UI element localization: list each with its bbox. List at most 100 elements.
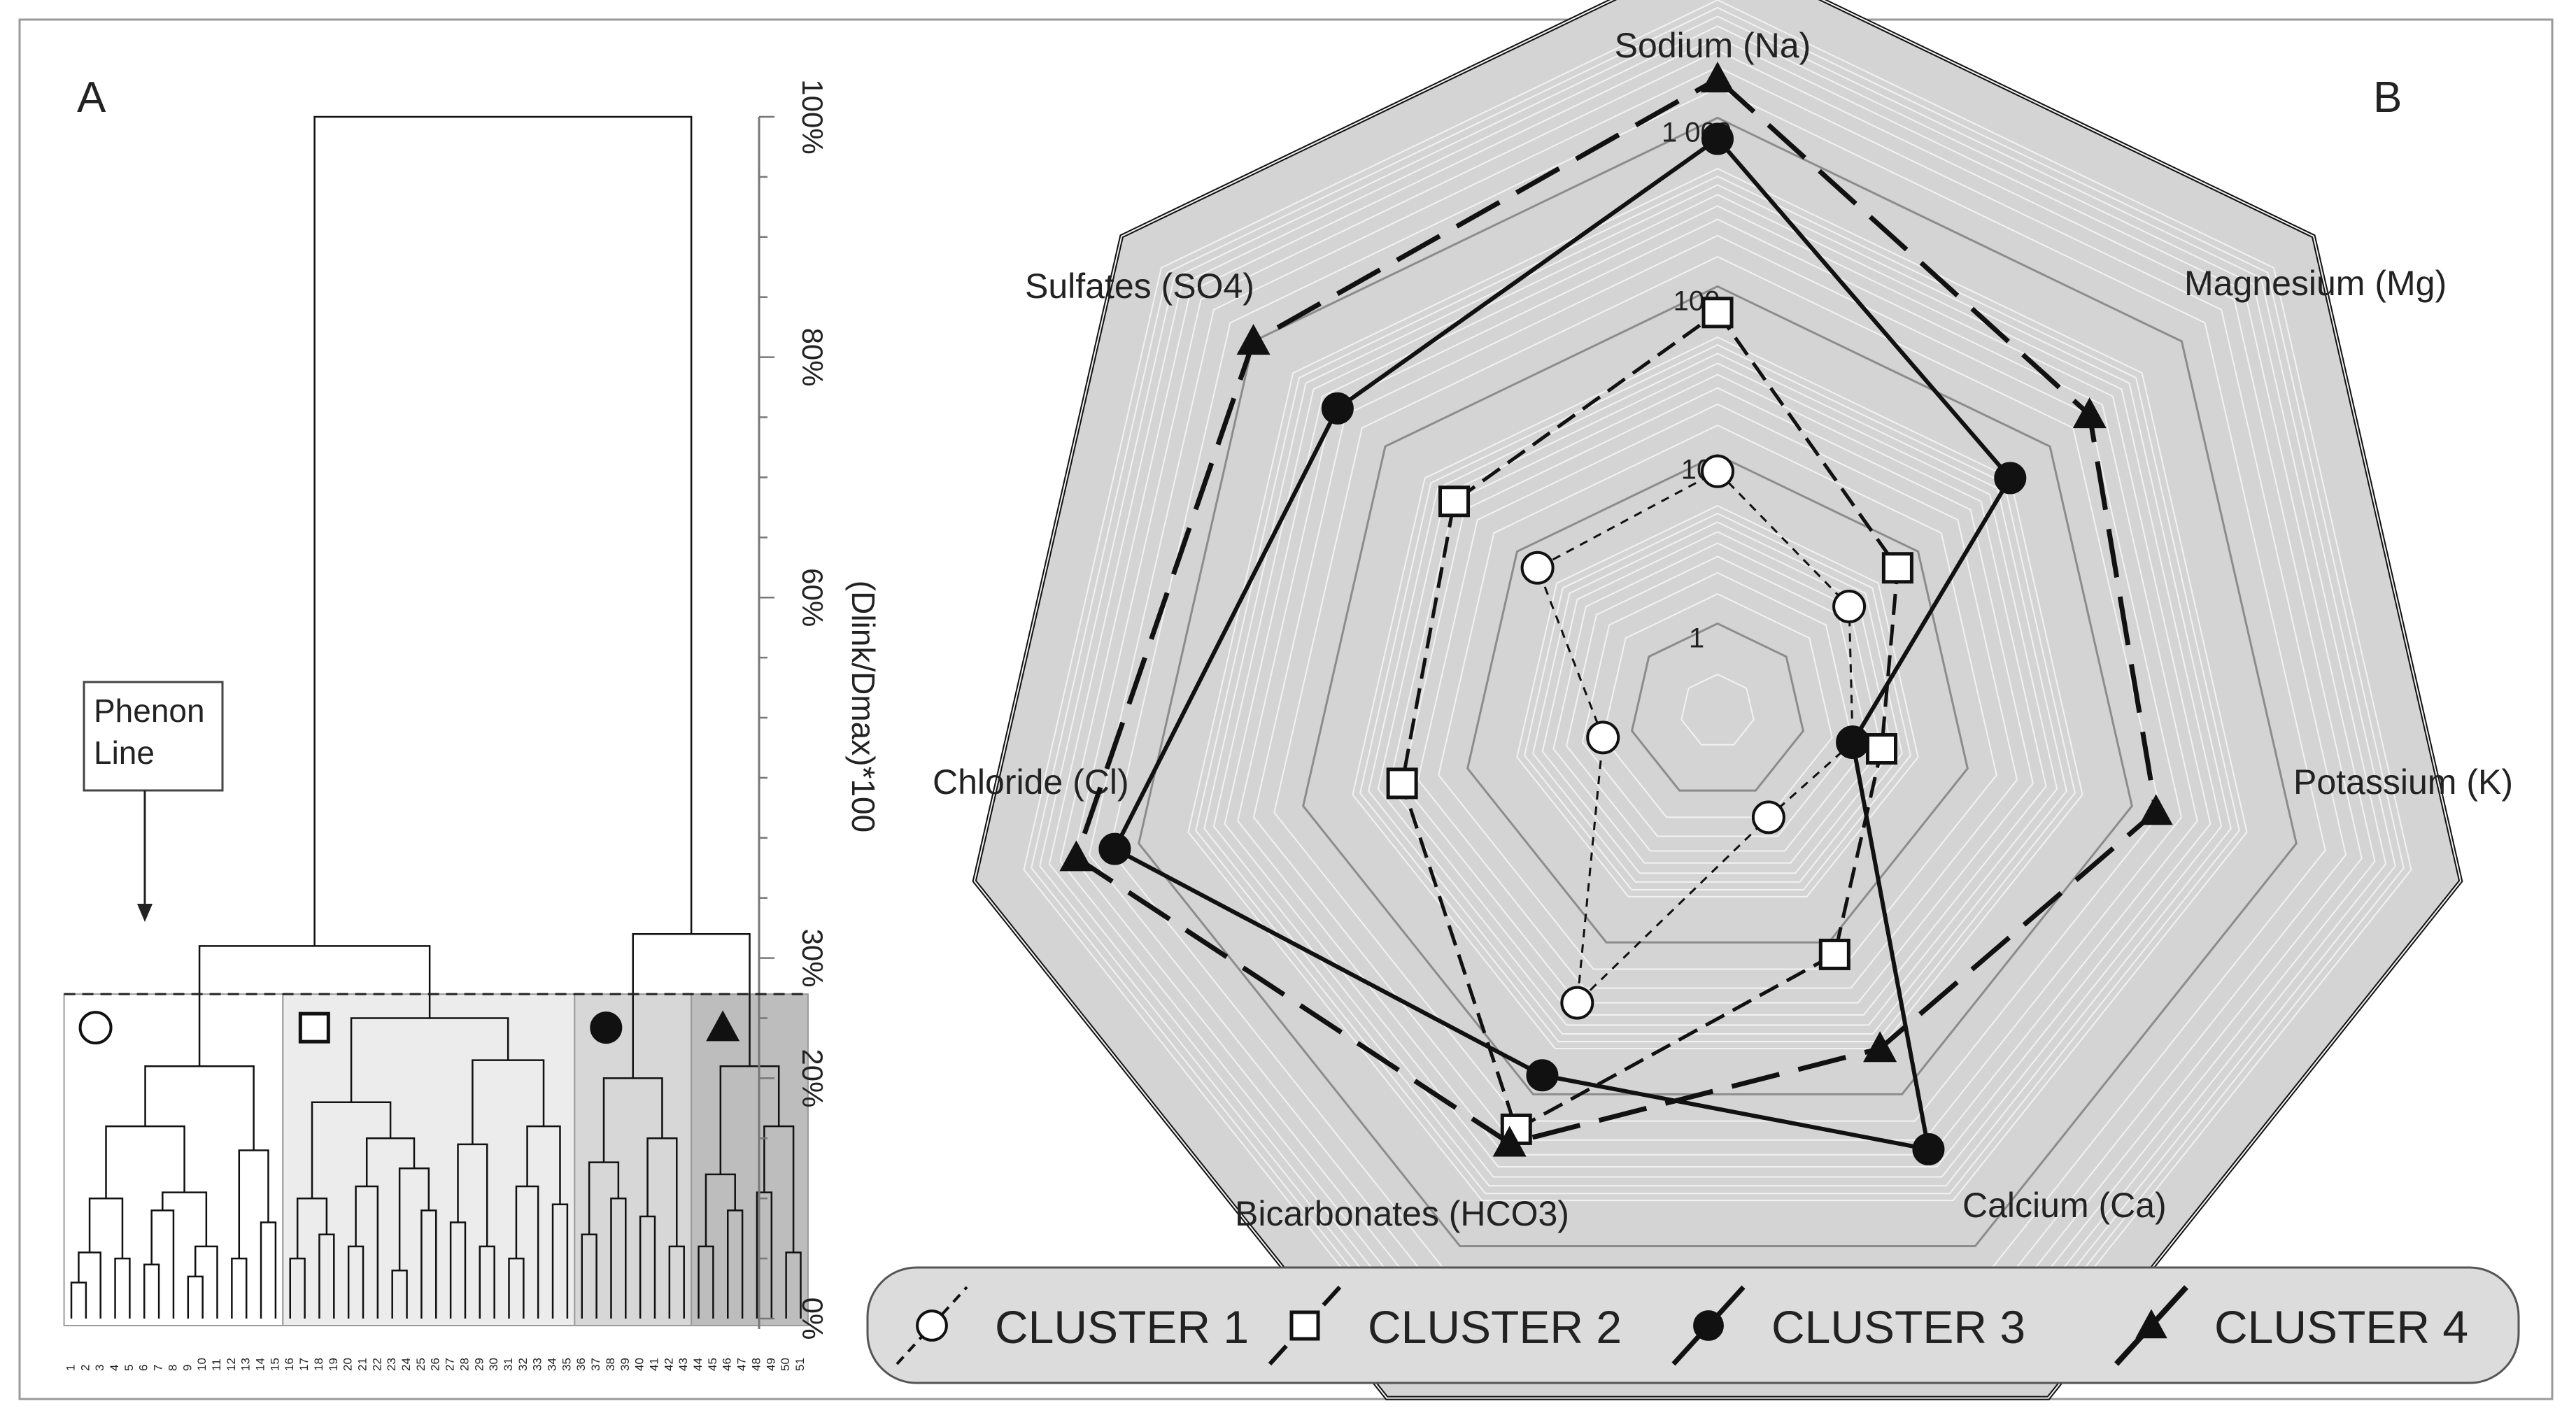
leaf-label: 49: [764, 1358, 777, 1371]
leaf-label: 3: [93, 1365, 106, 1371]
radar-minor-ring: [1541, 531, 1894, 874]
radar-minor-ring: [1680, 673, 1755, 746]
leaf-label: 26: [429, 1358, 442, 1371]
leaf-label: 6: [137, 1365, 150, 1371]
leaf-label: 39: [618, 1358, 632, 1371]
series-4-point: [1236, 324, 1271, 355]
panel-a-letter: A: [77, 73, 106, 122]
series-4-point: [2072, 397, 2107, 429]
radar-minor-ring: [1602, 592, 1833, 818]
legend-marker-3: [1693, 1310, 1724, 1341]
radar-minor-ring: [1581, 571, 1854, 837]
axis-tick-label: 20%: [796, 1049, 829, 1107]
leaf-label: 51: [793, 1358, 807, 1371]
series-3-point: [1526, 1059, 1559, 1092]
radar-minor-ring: [1377, 362, 2058, 1026]
leaf-label: 22: [370, 1358, 383, 1371]
dendrogram-link: [313, 115, 693, 946]
radar-minor-ring: [1252, 234, 2183, 1141]
radar-minor-ring: [1187, 167, 2248, 1202]
panel-b-letter: B: [2373, 73, 2402, 122]
legend-label-4: CLUSTER 4: [2214, 1301, 2468, 1353]
radar-minor-ring: [1566, 555, 1869, 852]
dissimilarity-axis: 0%20%30%60%80%100%: [758, 79, 829, 1340]
series-line-4: [1073, 76, 2159, 1146]
radar-axis-label: Potassium (K): [2293, 762, 2513, 802]
legend-marker-1: [916, 1309, 948, 1342]
leaf-label: 15: [268, 1358, 281, 1371]
phenon-line-group: Phenon Line: [64, 681, 808, 995]
cluster-band-2: [282, 993, 576, 1326]
leaf-label: 43: [677, 1358, 690, 1371]
leaf-label: 9: [181, 1365, 194, 1371]
y-axis-title: (Dlink/Dmax)*100: [845, 581, 882, 832]
leaf-label: 36: [574, 1358, 588, 1371]
cluster-marker-3: [590, 1011, 623, 1044]
radar-minor-ring: [1552, 542, 1883, 864]
leaf-label: 19: [327, 1358, 340, 1371]
series-4-point: [1863, 1031, 1897, 1063]
leaf-label: 13: [239, 1358, 253, 1371]
series-4-point: [1701, 62, 1734, 93]
series-1-point: [1586, 720, 1620, 755]
axis-tick-label: 100%: [796, 79, 829, 154]
series-2-point: [1818, 938, 1850, 970]
series-1-point: [1560, 986, 1594, 1020]
radar-axis-labels: Sodium (Na)Magnesium (Mg)Potassium (K)Ca…: [933, 26, 2513, 1233]
legend-marker-2: [1289, 1310, 1320, 1341]
radar-axis-label: Bicarbonates (HCO3): [1235, 1194, 1569, 1233]
leaf-label: 29: [472, 1358, 486, 1371]
radar-major-ring: [1466, 453, 1969, 944]
radar-axis-label: Sodium (Na): [1615, 26, 1811, 65]
radar-major-ring: [1630, 622, 1805, 792]
leaf-label: 4: [108, 1365, 121, 1371]
radar-axis-label: Sulfates (SO4): [1025, 267, 1254, 306]
figure-frame: [18, 18, 2554, 1400]
leaf-label: 8: [166, 1365, 179, 1371]
series-4-point: [1059, 840, 1094, 872]
radar-major-ring: [1138, 116, 2298, 1248]
leaf-label: 32: [516, 1358, 530, 1371]
radar-minor-ring: [1352, 336, 2083, 1050]
leaf-label: 10: [195, 1358, 208, 1371]
series-line-3: [1112, 136, 2013, 1151]
series-line-1: [1536, 470, 1854, 1004]
legend-marker-4: [2135, 1309, 2167, 1339]
series-3-point: [1098, 832, 1131, 865]
phenon-label-box: [83, 681, 224, 792]
leaf-label: 23: [385, 1358, 398, 1371]
leaf-label: 28: [458, 1358, 471, 1371]
radar-axis-label: Calcium (Ca): [1962, 1186, 2167, 1225]
radar-scale-label: 1: [1689, 623, 1704, 653]
legend-label-3: CLUSTER 3: [1771, 1301, 2025, 1353]
leaf-label: 37: [589, 1358, 602, 1371]
legend-label-1: CLUSTER 1: [995, 1301, 1249, 1353]
series-1-point: [1520, 551, 1555, 585]
radar-minor-ring: [1212, 194, 2223, 1178]
leaf-label: 18: [312, 1358, 325, 1371]
radar-minor-ring: [973, 0, 2462, 1399]
radar-minor-ring: [1368, 353, 2067, 1035]
series-2-point: [1701, 297, 1734, 329]
phenon-arrowhead: [137, 904, 153, 922]
axis-tick-label: 0%: [796, 1298, 829, 1340]
radar-minor-ring: [1516, 504, 1919, 897]
radar-outer-ring: [972, 0, 2463, 1400]
series-2-point: [1386, 767, 1418, 800]
radar-minor-ring: [1195, 175, 2240, 1195]
leaf-label: 42: [662, 1358, 675, 1371]
axis-tick-label: 30%: [796, 929, 829, 988]
series-1-point: [1701, 454, 1734, 488]
leaf-label: 34: [546, 1358, 559, 1371]
leaf-label: 24: [399, 1358, 413, 1371]
radar-series: [1059, 62, 2173, 1165]
series-4-point: [1492, 1126, 1527, 1157]
dendrogram-branches: [70, 115, 802, 1319]
series-3-point: [1912, 1133, 1945, 1165]
radar-major-ring: [1302, 285, 2133, 1095]
